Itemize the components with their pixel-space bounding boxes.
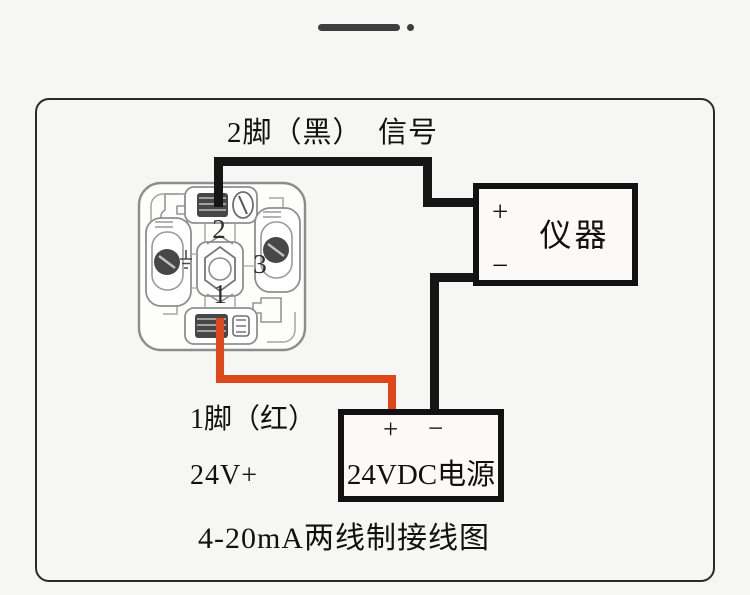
divider-bar-decoration [318,24,400,31]
connector-pin1-number: 1 [213,279,227,309]
power-supply-box: + − 24VDC电源 [338,409,504,502]
wire-pin2-stub [214,157,223,207]
instrument-label: 仪器 [539,216,610,253]
connector-pin2-number: 2 [212,214,226,244]
wire-signal-to-instrument [423,198,479,207]
wire-red-horizontal [216,375,396,383]
pin1-voltage-label: 24V+ [190,460,259,491]
instrument-plus-terminal: + [492,196,509,228]
power-minus-terminal: − [428,413,444,443]
wire-red-to-power [388,375,396,414]
pin1-wire-label: 1脚（红） [190,404,317,435]
power-plus-terminal: + [383,414,399,444]
instrument-minus-terminal: − [492,250,509,282]
wire-minus-vertical [430,273,439,414]
instrument-box: + − 仪器 [473,183,638,286]
wire-signal-drop-vertical [423,157,432,207]
divider-dot-decoration [407,24,414,31]
wire-instrument-minus-horizontal [430,273,479,282]
connector-pin3-number: 3 [253,249,267,279]
wire-pin1-stub [216,318,224,380]
wire-signal-top-horizontal [214,157,432,166]
signal-wire-label: 2脚（黑） 信号 [227,117,439,149]
diagram-frame [35,98,715,582]
din-connector-drawing: 2 3 1 [137,181,307,352]
diagram-caption: 4-20mA两线制接线图 [198,522,490,555]
power-supply-label: 24VDC电源 [346,459,496,491]
ground-symbol [180,250,192,269]
